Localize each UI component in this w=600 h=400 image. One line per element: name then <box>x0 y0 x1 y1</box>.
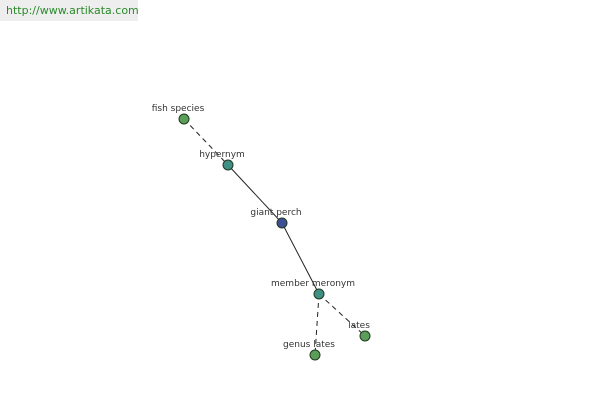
edge-giant-perch-to-member-meronym <box>281 222 320 295</box>
edge-hypernym-to-giant-perch <box>227 164 283 224</box>
node-label-hypernym[interactable]: hypernym <box>199 150 245 160</box>
node-hypernym[interactable] <box>222 159 234 171</box>
node-label-lates[interactable]: lates <box>348 321 370 331</box>
node-giant-perch[interactable] <box>276 217 288 229</box>
node-label-giant-perch[interactable]: giant perch <box>250 208 301 218</box>
node-member-meronym[interactable] <box>313 288 325 300</box>
node-label-genus-lates[interactable]: genus lates <box>283 340 335 350</box>
node-lates[interactable] <box>359 330 371 342</box>
node-fish-species[interactable] <box>178 113 190 125</box>
edge-member-meronym-to-lates <box>318 293 366 337</box>
edge-member-meronym-to-genus-lates <box>314 293 320 356</box>
node-label-fish-species[interactable]: fish species <box>152 104 205 114</box>
edge-fish-species-to-hypernym <box>183 118 229 166</box>
source-url-banner[interactable]: http://www.artikata.com <box>0 0 139 21</box>
node-label-member-meronym[interactable]: member meronym <box>271 279 355 289</box>
node-genus-lates[interactable] <box>309 349 321 361</box>
